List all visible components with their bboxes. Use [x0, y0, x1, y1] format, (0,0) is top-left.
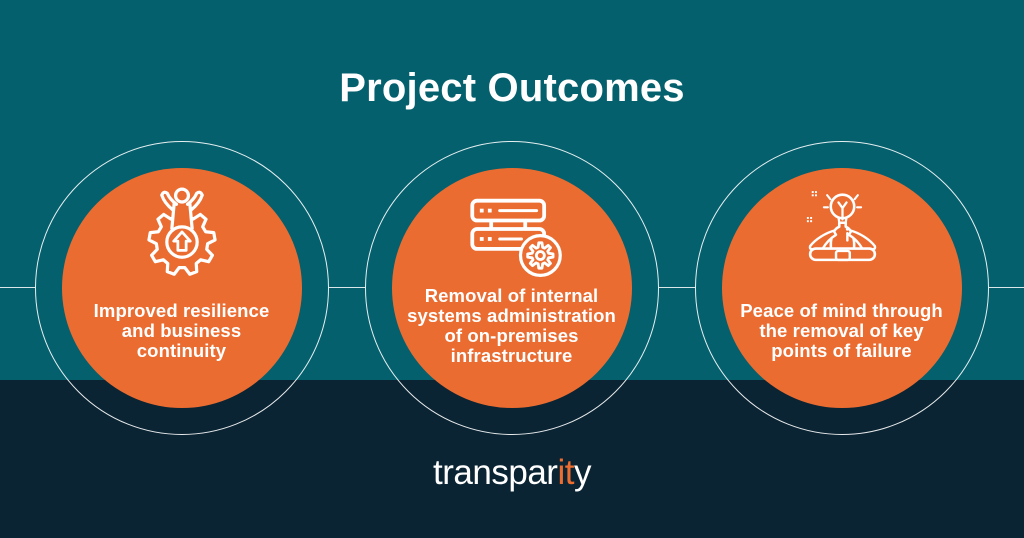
- gear-person-growth-icon: [136, 185, 228, 277]
- server-settings-icon: [459, 195, 565, 282]
- connector-line-2-3: [659, 287, 695, 288]
- logo-text-suffix: y: [573, 453, 592, 492]
- outer-ring: [364, 140, 659, 435]
- outer-ring: [694, 140, 989, 435]
- outcome-label-line: and business: [121, 319, 242, 341]
- outcome-label-line: infrastructure: [450, 344, 573, 366]
- outer-ring: [34, 140, 329, 435]
- transparity-logo: transparity: [0, 454, 1024, 492]
- outcome-label-line: Improved resilience: [93, 299, 270, 321]
- outcome-label-line: Removal of internal: [424, 284, 599, 306]
- outcome-label-line: points of failure: [771, 339, 912, 361]
- connector-line-1-2: [329, 287, 365, 288]
- connector-line-right-edge: [989, 287, 1024, 288]
- outcome-label-line: continuity: [136, 339, 227, 361]
- connector-line-left-edge: [0, 287, 35, 288]
- page-title: Project Outcomes: [339, 66, 685, 110]
- outcome-label-line: systems administration: [407, 304, 616, 326]
- logo-text-accent: it: [557, 453, 574, 492]
- outcome-label-line: the removal of key: [759, 319, 924, 341]
- outcome-label-line: of on-premises: [444, 324, 579, 346]
- meditation-idea-icon: [798, 187, 887, 268]
- outcome-label-line: Peace of mind through: [740, 299, 943, 321]
- logo-text-prefix: transpar: [433, 453, 558, 492]
